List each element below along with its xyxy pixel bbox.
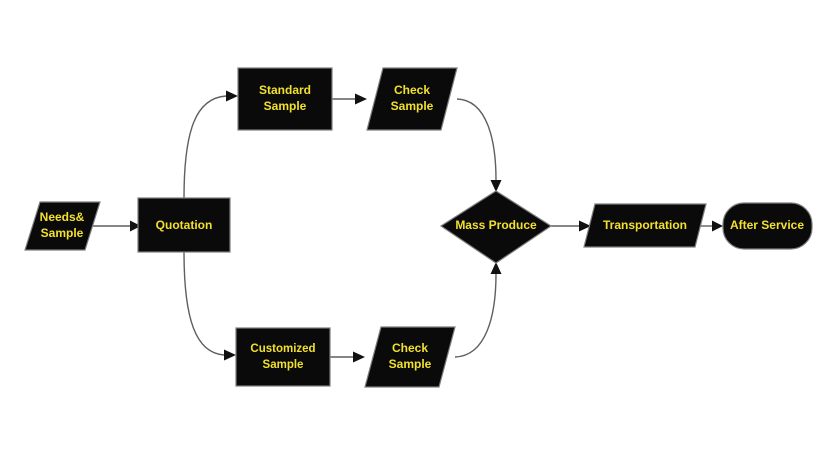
arrow-head-icon	[355, 93, 367, 105]
parallelogram-shape[interactable]	[24, 201, 101, 251]
rectangle-shape[interactable]	[235, 327, 331, 387]
edge-quotation-to-customized-sample	[183, 251, 236, 361]
edge-mass-produce-to-transportation	[551, 220, 591, 232]
node-check-sample-top[interactable]: Check Sample	[366, 67, 458, 131]
arrow-head-icon	[579, 220, 591, 232]
edge-quotation-to-standard-sample	[183, 90, 238, 199]
node-mass-produce[interactable]: Mass Produce	[439, 190, 553, 264]
arrow-head-icon	[130, 220, 141, 232]
rounded-rectangle-shape[interactable]	[722, 202, 813, 250]
arrow-head-icon	[226, 90, 238, 102]
edge-line	[454, 273, 497, 358]
node-transportation[interactable]: Transportation	[583, 203, 707, 248]
arrow-head-icon	[353, 351, 365, 363]
parallelogram-shape[interactable]	[366, 67, 458, 131]
edge-needs-sample-to-quotation	[93, 220, 141, 232]
arrow-head-icon	[224, 349, 236, 361]
edge-line	[183, 251, 225, 356]
node-needs-sample[interactable]: Needs& Sample	[24, 201, 101, 251]
arrow-head-icon	[490, 180, 502, 192]
edge-line	[456, 98, 497, 181]
parallelogram-shape[interactable]	[364, 326, 456, 388]
node-standard-sample[interactable]: Standard Sample	[237, 67, 333, 131]
rectangle-shape[interactable]	[137, 197, 231, 253]
node-after-service[interactable]: After Service	[722, 202, 813, 250]
edge-standard-sample-to-check-sample-top	[332, 93, 367, 105]
edge-check-sample-bottom-to-mass-produce	[454, 262, 502, 358]
arrow-head-icon	[712, 220, 723, 232]
edge-check-sample-top-to-mass-produce	[456, 98, 502, 192]
parallelogram-shape[interactable]	[583, 203, 707, 248]
diamond-shape[interactable]	[439, 190, 553, 264]
node-quotation[interactable]: Quotation	[137, 197, 231, 253]
edge-line	[183, 95, 227, 199]
node-customized-sample[interactable]: Customized Sample	[235, 327, 331, 387]
arrow-head-icon	[490, 262, 502, 274]
node-check-sample-bottom[interactable]: Check Sample	[364, 326, 456, 388]
rectangle-shape[interactable]	[237, 67, 333, 131]
edge-customized-sample-to-check-sample-bottom	[330, 351, 365, 363]
